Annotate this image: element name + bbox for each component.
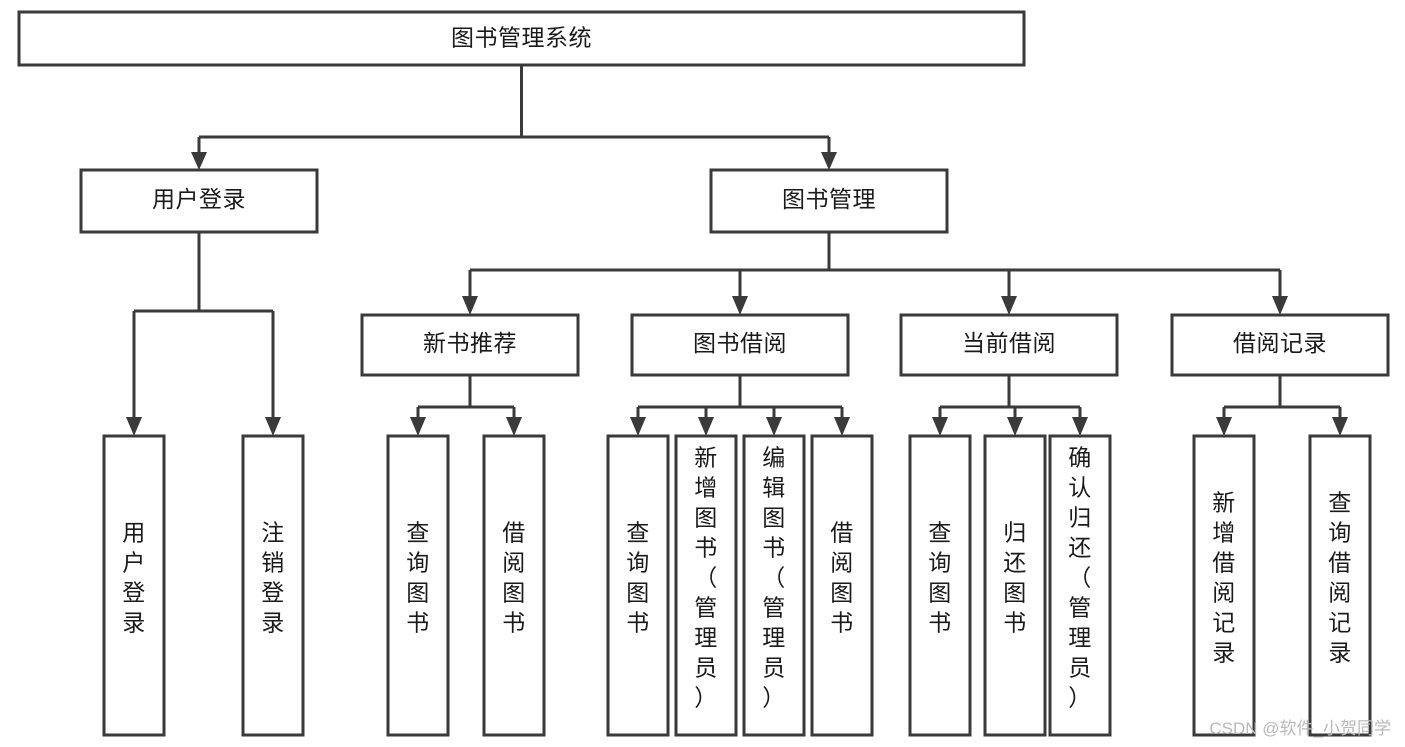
user-login-label: 用户登录 [152,186,246,212]
book-management-label: 图书管理 [782,186,876,212]
node-book-borrow[interactable]: 图书借阅 [630,313,850,377]
arrowhead-book-borrow [732,296,748,315]
leaf-borrow-book-recommend-label: 借阅图书 [502,520,526,636]
user-login-box[interactable] [79,168,319,234]
edges-user-login-to-leaves [126,232,281,436]
node-root[interactable]: 图书管理系统 [17,10,1026,67]
leaf-query-book-borrow-label: 查询图书 [626,520,650,636]
current-borrow-box[interactable] [899,313,1119,377]
node-leaf-query-book-recommend[interactable]: 查询图书 [386,434,450,737]
arrowhead-book-management [821,152,837,170]
borrow-record-label: 借阅记录 [1233,330,1327,356]
leaf-return-book-box[interactable] [983,434,1047,737]
new-book-recommend-box[interactable] [360,313,580,377]
arrowhead-leaf-borrow-book [834,417,850,436]
node-leaf-query-book-current[interactable]: 查询图书 [908,434,972,737]
edges-book-management-to-level3 [462,232,1288,315]
leaf-nodes-layer: 用户登录 注销登录 查询图书 借阅图书 查询图书 新增图书（管理员） 编辑图书（管理员） 借阅… [102,434,1372,737]
leaf-query-book-current-label: 查询图书 [928,520,952,636]
arrowhead-leaf-edit-book-admin [766,417,782,436]
arrowhead-leaf-add-book-admin [698,417,714,436]
arrowhead-current-borrow [1001,296,1017,315]
root-label: 图书管理系统 [451,25,592,51]
leaf-borrow-book-recommend-box[interactable] [482,434,546,737]
leaf-return-book-label: 归还图书 [1003,520,1027,636]
leaf-logout-login-label: 注销登录 [261,520,285,636]
node-leaf-query-book-borrow[interactable]: 查询图书 [606,434,670,737]
leaf-confirm-return-admin-box[interactable] [1048,434,1112,737]
arrowhead-leaf-query-book-current [932,417,948,436]
arrowhead-user-login [191,152,207,170]
node-leaf-confirm-return-admin[interactable]: 确认归还（管理员） [1048,434,1112,737]
leaf-borrow-book-label: 借阅图书 [830,520,854,636]
leaf-user-login-label: 用户登录 [122,520,146,636]
leaf-query-borrow-record-box[interactable] [1308,434,1372,737]
leaf-add-book-admin-label: 新增图书（管理员） [694,445,718,711]
edges-book-borrow-to-leaves [630,375,850,436]
leaf-query-borrow-record-label: 查询借阅记录 [1328,490,1352,666]
current-borrow-label: 当前借阅 [962,330,1056,356]
leaf-edit-book-admin-box[interactable] [742,434,806,737]
arrowhead-leaf-query-book-recommend [410,417,426,436]
node-leaf-add-borrow-record[interactable]: 新增借阅记录 [1192,434,1256,737]
leaf-logout-login-box[interactable] [241,434,305,737]
arrowhead-leaf-query-book-borrow [630,417,646,436]
node-leaf-add-book-admin[interactable]: 新增图书（管理员） [674,434,738,737]
borrow-record-box[interactable] [1170,313,1390,377]
book-borrow-box[interactable] [630,313,850,377]
edges-root-to-level2 [191,65,837,170]
arrowhead-leaf-borrow-book-recommend [506,417,522,436]
arrowhead-leaf-logout-login [265,417,281,436]
leaf-add-book-admin-box[interactable] [674,434,738,737]
node-leaf-return-book[interactable]: 归还图书 [983,434,1047,737]
node-current-borrow[interactable]: 当前借阅 [899,313,1119,377]
leaf-query-book-recommend-box[interactable] [386,434,450,737]
node-leaf-user-login[interactable]: 用户登录 [102,434,166,737]
leaf-query-book-recommend-label: 查询图书 [406,520,430,636]
book-borrow-label: 图书借阅 [693,330,787,356]
node-leaf-logout-login[interactable]: 注销登录 [241,434,305,737]
node-leaf-borrow-book-recommend[interactable]: 借阅图书 [482,434,546,737]
node-new-book-recommend[interactable]: 新书推荐 [360,313,580,377]
arrowhead-borrow-record [1272,296,1288,315]
edges-current-borrow-to-leaves [932,375,1088,436]
node-user-login[interactable]: 用户登录 [79,168,319,234]
node-leaf-edit-book-admin[interactable]: 编辑图书（管理员） [742,434,806,737]
edges-new-book-recommend-to-leaves [410,375,522,436]
leaf-query-book-current-box[interactable] [908,434,972,737]
leaf-add-borrow-record-label: 新增借阅记录 [1212,490,1236,666]
csdn-watermark: CSDN @软件_小贺同学 [1209,719,1391,738]
leaf-query-book-borrow-box[interactable] [606,434,670,737]
leaf-edit-book-admin-label: 编辑图书（管理员） [762,445,786,711]
node-book-management[interactable]: 图书管理 [709,168,949,234]
arrowhead-leaf-user-login [126,417,142,436]
leaf-user-login-box[interactable] [102,434,166,737]
node-borrow-record[interactable]: 借阅记录 [1170,313,1390,377]
book-management-box[interactable] [709,168,949,234]
arrowhead-leaf-return-book [1007,417,1023,436]
leaf-add-borrow-record-box[interactable] [1192,434,1256,737]
leaf-borrow-book-box[interactable] [810,434,874,737]
node-leaf-query-borrow-record[interactable]: 查询借阅记录 [1308,434,1372,737]
leaf-confirm-return-admin-label: 确认归还（管理员） [1068,445,1092,711]
arrowhead-leaf-add-borrow-record [1216,417,1232,436]
arrowhead-new-book-recommend [462,296,478,315]
edges-borrow-record-to-leaves [1216,375,1348,436]
new-book-recommend-label: 新书推荐 [423,330,517,356]
node-leaf-borrow-book[interactable]: 借阅图书 [810,434,874,737]
root-box[interactable] [17,10,1026,67]
arrowhead-leaf-confirm-return-admin [1072,417,1088,436]
arrowhead-leaf-query-borrow-record [1332,417,1348,436]
